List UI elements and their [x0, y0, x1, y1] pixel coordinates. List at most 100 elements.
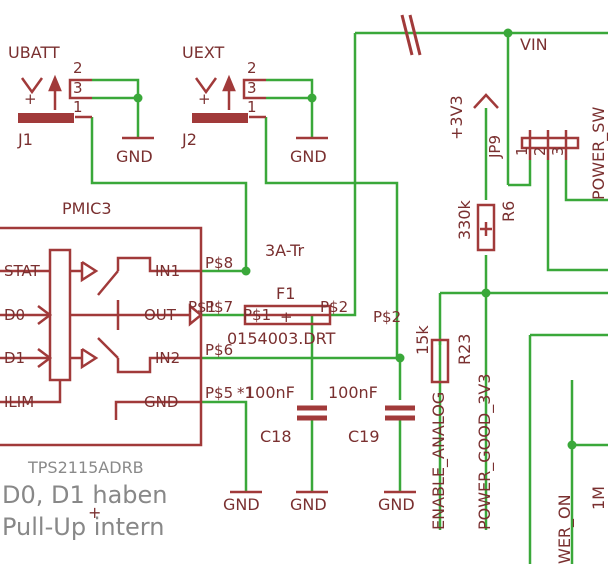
c18-pad-label: *1 — [237, 384, 254, 402]
j1-name-label: UBATT — [8, 43, 60, 62]
note-line-2: Pull-Up intern — [2, 513, 164, 541]
gnd-label: GND — [378, 495, 415, 514]
parts — [0, 14, 580, 494]
junction-dot — [567, 440, 577, 450]
pmic-outline — [0, 226, 203, 447]
j1-arrowhead — [48, 74, 62, 92]
net-vin-label: VIN — [520, 35, 548, 54]
junction-dot — [395, 353, 405, 363]
wires — [90, 31, 608, 564]
r6-value-label: 330k — [455, 199, 474, 240]
pmic-switch-1 — [116, 256, 201, 273]
fuse-ref-label: F1 — [276, 284, 295, 303]
junction-dot — [481, 288, 491, 298]
pmic-pin-out: OUT — [144, 306, 177, 324]
pmic-pin-in2: IN2 — [155, 349, 180, 367]
pmic-pin-gnd: GND — [144, 393, 178, 411]
j2-plus-mark: + — [198, 90, 211, 108]
pmic-pin-d1: D1 — [4, 349, 25, 367]
r6-ref-label: R6 — [499, 201, 518, 222]
c18-ref-label: C18 — [260, 427, 292, 446]
jumper-pin-label: 1 — [513, 146, 531, 156]
junction-dot — [133, 93, 143, 103]
vin-break-1 — [400, 14, 414, 56]
pmic-switch-1-blade — [97, 270, 119, 296]
wire-sw-down — [564, 160, 608, 202]
pmic-pad-label: P$7 — [205, 298, 233, 316]
j2-arrowhead — [222, 74, 236, 92]
r23-body — [430, 338, 450, 384]
j2-bar — [192, 113, 248, 123]
gnd-label: GND — [223, 495, 260, 514]
j2-name-label: UEXT — [182, 43, 225, 62]
pmic-logic-block — [48, 248, 72, 382]
vin-break-2 — [408, 14, 422, 56]
j2-pins — [242, 78, 266, 100]
supply-3v3-arrow — [473, 93, 499, 109]
wire-j2-gnd — [266, 78, 314, 100]
fuse-part-label: 0154003.DRT — [227, 329, 336, 348]
fuse-plus-mark: + — [280, 308, 293, 326]
net-1m-label: 1M — [589, 486, 608, 510]
r6-body — [476, 203, 496, 252]
junctions — [133, 28, 577, 450]
connector-bars — [18, 113, 248, 123]
j1-pin-label: 1 — [73, 98, 83, 116]
j1-bar — [18, 113, 74, 123]
pmic-buffer-d0 — [37, 305, 53, 325]
fuse-rating-label: 3A-Tr — [265, 241, 305, 260]
gnd-label: GND — [116, 147, 153, 166]
j2-pin-label: 2 — [247, 59, 257, 77]
j2-ref-label: J2 — [181, 130, 197, 149]
pmic-pad-label: P$8 — [205, 254, 233, 272]
gnd-label: GND — [290, 147, 327, 166]
jumper-body — [520, 136, 580, 150]
pmic-pad-label: P$5 — [205, 384, 233, 402]
pmic-buffer-stat — [80, 260, 99, 283]
junction-dot — [503, 28, 513, 38]
wire-j1-gnd — [92, 78, 140, 100]
pad-p2-label: P$2 — [373, 308, 401, 326]
j1-pins — [68, 78, 92, 100]
note-plus-mark: + — [88, 503, 101, 522]
wire-jumper-in — [508, 160, 532, 187]
j2-pin-label: 3 — [247, 79, 257, 97]
pmic-pad-label: P$1 — [188, 298, 216, 316]
junction-dot — [307, 93, 317, 103]
r23-value-label: 15k — [413, 325, 432, 355]
pmic-pin-d0: D0 — [4, 306, 25, 324]
pmic-pad-label: P$6 — [205, 341, 233, 359]
c18-value-label: 100nF — [245, 383, 295, 402]
r23-ref-label: R23 — [455, 334, 474, 365]
pmic-switch-2-blade — [97, 337, 119, 359]
junction-dot — [241, 266, 251, 276]
fuse-pad-left: P$1 — [243, 306, 271, 324]
wire-uext — [201, 117, 399, 360]
gnd-label: GND — [290, 495, 327, 514]
net-3v3-label: +3V3 — [447, 95, 466, 140]
wire-sw-right — [546, 160, 608, 272]
c19-ref-label: C19 — [348, 427, 380, 446]
pmic-part-label: TPS2115ADRB — [27, 458, 144, 477]
j1-plus-mark: + — [24, 90, 37, 108]
j1-ref-label: J1 — [17, 130, 33, 149]
j2-pin-label: 1 — [247, 98, 257, 116]
pmic-pin-in1: IN1 — [155, 262, 180, 280]
net-power-on-label: WER_ON — [555, 494, 575, 564]
j1-pin-label: 2 — [73, 59, 83, 77]
net-power-sw-label: POWER_SW — [589, 107, 608, 200]
wire-pmic-gnd — [201, 400, 248, 492]
pmic-out-diode — [188, 303, 203, 327]
j1-arrow — [20, 77, 44, 95]
jumper-pin-label: 3 — [549, 146, 567, 156]
pmic-gnd-line — [114, 400, 201, 420]
pmic-name-label: PMIC3 — [62, 199, 112, 218]
fuse-pad-right: P$2 — [320, 298, 348, 316]
pmic-switch-2 — [116, 356, 201, 374]
net-power-good-label: POWER_GOOD_3V3 — [475, 374, 495, 531]
jumper-pin-label: 2 — [531, 146, 549, 156]
j2-arrow — [194, 77, 218, 95]
j1-pin-label: 3 — [73, 79, 83, 97]
